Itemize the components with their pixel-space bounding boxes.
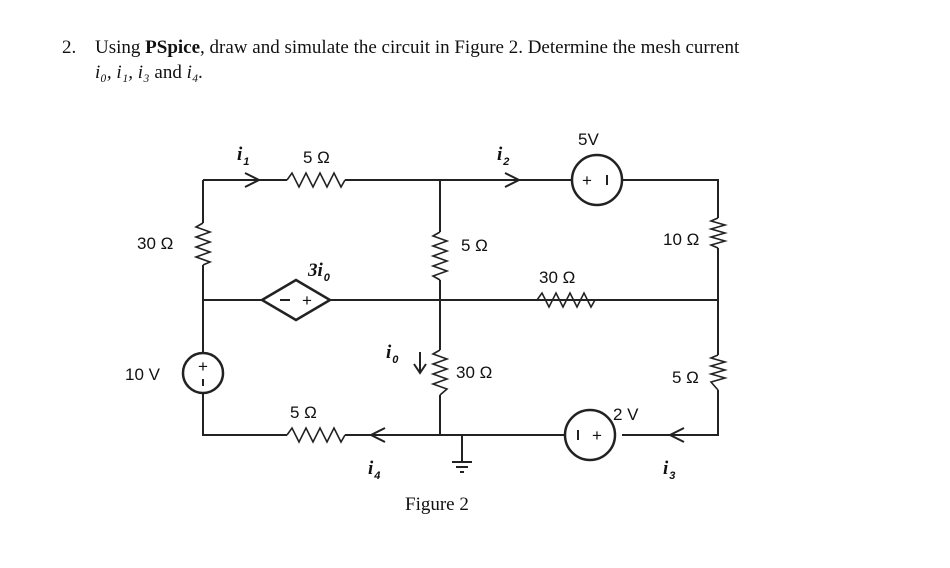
label-r-mid-lower: 30 Ω (456, 363, 492, 382)
label-r-mid-right: 30 Ω (539, 268, 575, 287)
resistor-mid-lower (430, 349, 450, 396)
label-r-right-upper: 10 Ω (663, 230, 699, 249)
arrow-i3 (667, 427, 685, 443)
question-text: Using PSpice, draw and simulate the circ… (95, 37, 739, 59)
label-i4: i4 (368, 458, 380, 482)
label-r-left: 30 Ω (137, 234, 173, 253)
resistor-left (193, 222, 213, 266)
resistor-mid-upper (430, 231, 450, 281)
label-r-bottom-left: 5 Ω (290, 403, 317, 422)
resistor-right-upper (708, 217, 728, 249)
arrow-i0 (413, 352, 427, 375)
question-line2: i₀, i₁, i₃ and i₄. (95, 62, 203, 84)
label-i0: i0 (386, 342, 399, 366)
label-dep-source: 3i0 (307, 260, 331, 284)
resistor-top-left (286, 171, 346, 189)
arrow-i2 (504, 172, 522, 188)
question-and: and (149, 62, 187, 83)
label-r-mid-upper: 5 Ω (461, 236, 488, 255)
label-i2: i2 (497, 144, 509, 168)
voltage-source-bottom: + (563, 408, 617, 462)
arrow-i1 (244, 172, 262, 188)
current-arrows (244, 172, 685, 443)
resistor-right-lower (708, 354, 728, 391)
arrow-i4 (368, 427, 386, 443)
label-i3: i3 (663, 458, 675, 482)
label-v-bottom: 2 V (613, 405, 639, 424)
question-vars: i₀, i₁, i₃ (95, 62, 150, 83)
figure-caption: Figure 2 (405, 494, 469, 515)
v-left-plus: + (198, 357, 208, 376)
wires (202, 179, 719, 462)
question-last: i₄. (186, 62, 204, 83)
v-bottom-plus: + (592, 426, 602, 445)
question-rest: , draw and simulate the circuit in Figur… (200, 37, 740, 58)
voltage-source-left: + (181, 351, 225, 395)
dependent-source-diamond: + (259, 278, 333, 322)
question-bold: PSpice (145, 37, 201, 58)
resistor-bottom-left (286, 426, 346, 444)
label-v-left: 10 V (125, 365, 161, 384)
v-top-plus: + (582, 171, 592, 190)
label-r-right-lower: 5 Ω (672, 368, 699, 387)
ground-symbol (452, 461, 472, 473)
dep-plus: + (302, 291, 312, 310)
label-v-top: 5V (578, 130, 599, 149)
label-r-top-left: 5 Ω (303, 148, 330, 167)
question-lead: Using (95, 37, 146, 58)
resistor-mid-right (536, 291, 596, 309)
voltage-source-top: + (570, 153, 624, 207)
label-i1: i1 (237, 144, 249, 168)
question-number: 2. (62, 37, 77, 58)
